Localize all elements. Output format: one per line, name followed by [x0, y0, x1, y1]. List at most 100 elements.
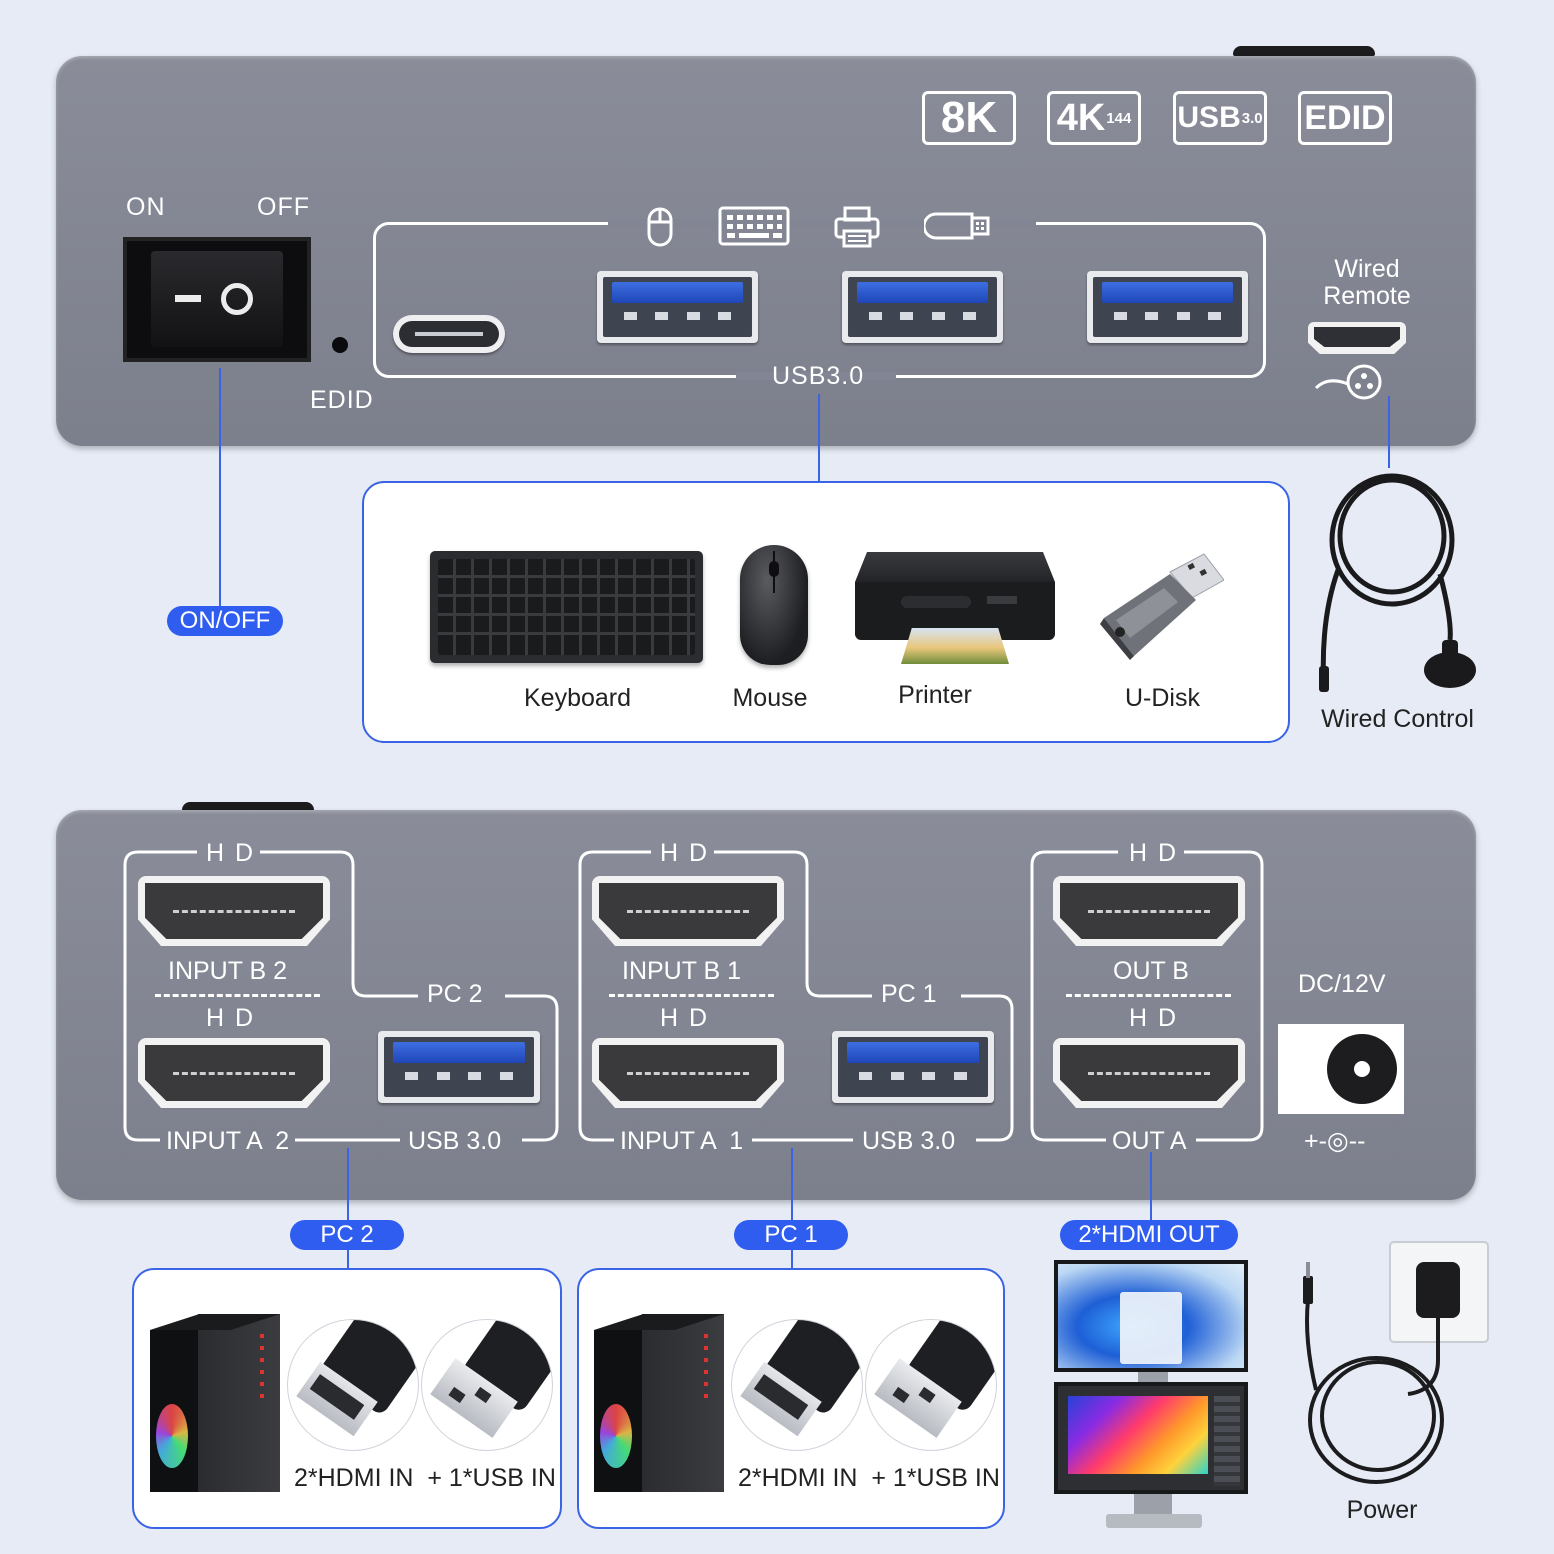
pc1-pc-label: PC 1 — [881, 980, 937, 1008]
wired-control-image — [1319, 473, 1476, 692]
pc1-hd-top-label: H D — [660, 839, 710, 867]
wired-remote-port-cavity — [1314, 327, 1400, 347]
pc2-hd-top-label: H D — [206, 839, 256, 867]
printer-image — [855, 552, 1055, 664]
hdmi-out-a[interactable] — [1053, 1038, 1245, 1108]
onoff-callout: ON/OFF — [167, 606, 283, 636]
out-a-label: OUT A — [1112, 1127, 1187, 1155]
usb-callout-line — [818, 394, 820, 481]
badge-4k-text: 4K — [1056, 96, 1106, 139]
usb-c-tongue — [415, 332, 483, 336]
rocker-off-ring-icon — [221, 283, 253, 315]
badge-4k-sub: 144 — [1106, 109, 1132, 127]
pc2-hdmi-input-a[interactable] — [138, 1038, 330, 1108]
wired-remote-label-line1: Wired — [1334, 255, 1400, 283]
out-b-label: OUT B — [1113, 957, 1189, 985]
out-hd-bottom-label: H D — [1129, 1004, 1179, 1032]
pc1-hdmi-plug-image — [732, 1320, 862, 1450]
dc-power-jack[interactable] — [1278, 1024, 1404, 1114]
usb-a-port-2[interactable] — [842, 271, 1003, 343]
hdmi-out-callout: 2*HDMI OUT — [1060, 1220, 1238, 1250]
pc1-hd-bottom-label: H D — [660, 1004, 710, 1032]
mouse-icon — [647, 207, 673, 247]
usb-outline-bottom-gap — [736, 372, 896, 380]
remote-jack-icon — [1314, 364, 1382, 400]
pc1-hdmi-input-b[interactable] — [592, 876, 784, 946]
usb-c-port[interactable] — [393, 315, 505, 353]
monitor-top-stand — [1138, 1372, 1168, 1382]
wired-remote-label-line2: Remote — [1323, 282, 1411, 310]
edid-button[interactable] — [332, 337, 348, 353]
rocker-face — [151, 251, 283, 347]
pc1-caption: 2*HDMI IN + 1*USB IN — [738, 1464, 1000, 1492]
usb-outline-top-gap — [608, 219, 1036, 227]
pc2-caption: 2*HDMI IN + 1*USB IN — [294, 1464, 556, 1492]
hdmi-out-b[interactable] — [1053, 876, 1245, 946]
top-knob — [1233, 46, 1375, 56]
badge-8k: 8K — [922, 91, 1016, 145]
badge-edid: EDID — [1298, 91, 1392, 145]
pc2-input-a-label: INPUT A 2 — [166, 1127, 290, 1155]
pc1-usb-port[interactable] — [832, 1031, 994, 1103]
onoff-callout-line — [219, 368, 221, 608]
keyboard-icon — [718, 206, 790, 246]
monitor-bottom-stand — [1134, 1494, 1172, 1516]
remote-callout-line — [1388, 396, 1390, 468]
pc2-callout-line — [347, 1148, 349, 1270]
pc2-pc-label: PC 2 — [427, 980, 483, 1008]
monitor-top-image — [1054, 1260, 1248, 1372]
pc1-callout: PC 1 — [734, 1220, 848, 1250]
usb-a-port-3[interactable] — [1087, 271, 1248, 343]
pc1-callout-line — [791, 1148, 793, 1270]
dc-label: DC/12V — [1298, 970, 1386, 998]
pc2-usb-label: USB 3.0 — [408, 1127, 502, 1155]
dc-jack-hole — [1327, 1034, 1397, 1104]
pc2-input-b-label: INPUT B 2 — [168, 957, 288, 985]
pc1-usb-plug-image — [866, 1320, 996, 1450]
pc2-hdmi-plug-image — [288, 1320, 418, 1450]
wired-control-label: Wired Control — [1321, 705, 1474, 733]
switch-off-label: OFF — [257, 193, 310, 221]
mouse-label: Mouse — [732, 684, 808, 712]
pc1-input-b-label: INPUT B 1 — [622, 957, 742, 985]
usb-c-cavity — [399, 321, 499, 347]
pc2-divider — [155, 994, 320, 997]
pc2-usb-port[interactable] — [378, 1031, 540, 1103]
pc1-usb-label: USB 3.0 — [862, 1127, 956, 1155]
power-rocker-switch[interactable] — [123, 237, 311, 362]
switch-on-label: ON — [126, 193, 166, 221]
monitor-bottom-base — [1106, 1514, 1202, 1528]
u-disk-image — [1100, 553, 1224, 660]
printer-label: Printer — [898, 681, 972, 709]
badge-usb-text: USB — [1177, 101, 1241, 134]
bottom-knob — [182, 802, 314, 812]
power-adapter-image — [1303, 1241, 1489, 1484]
monitor-bottom-image — [1054, 1382, 1248, 1494]
out-divider — [1066, 994, 1231, 997]
edid-label: EDID — [310, 386, 374, 414]
pc2-hdmi-input-b[interactable] — [138, 876, 330, 946]
pc1-input-a-label: INPUT A 1 — [620, 1127, 744, 1155]
usb-a-port-1[interactable] — [597, 271, 758, 343]
dc-polarity-label: +-◎-- — [1304, 1127, 1366, 1155]
pc1-hdmi-input-a[interactable] — [592, 1038, 784, 1108]
rocker-on-bar-icon — [175, 295, 201, 302]
out-hd-top-label: H D — [1129, 839, 1179, 867]
mouse-image — [740, 545, 808, 665]
bottom-panel — [56, 810, 1476, 1200]
power-label: Power — [1346, 1496, 1418, 1524]
pc1-divider — [609, 994, 774, 997]
usb-group-label: USB3.0 — [772, 362, 865, 390]
keyboard-label: Keyboard — [523, 684, 632, 712]
u-disk-label: U-Disk — [1125, 684, 1200, 712]
hdmi-out-callout-line — [1150, 1152, 1152, 1222]
usb-stick-icon — [924, 212, 990, 240]
pc1-tower-image — [594, 1314, 724, 1492]
pc2-tower-image — [150, 1314, 280, 1492]
keyboard-image — [430, 551, 703, 663]
wired-remote-port[interactable] — [1308, 322, 1406, 354]
pc2-hd-bottom-label: H D — [206, 1004, 256, 1032]
